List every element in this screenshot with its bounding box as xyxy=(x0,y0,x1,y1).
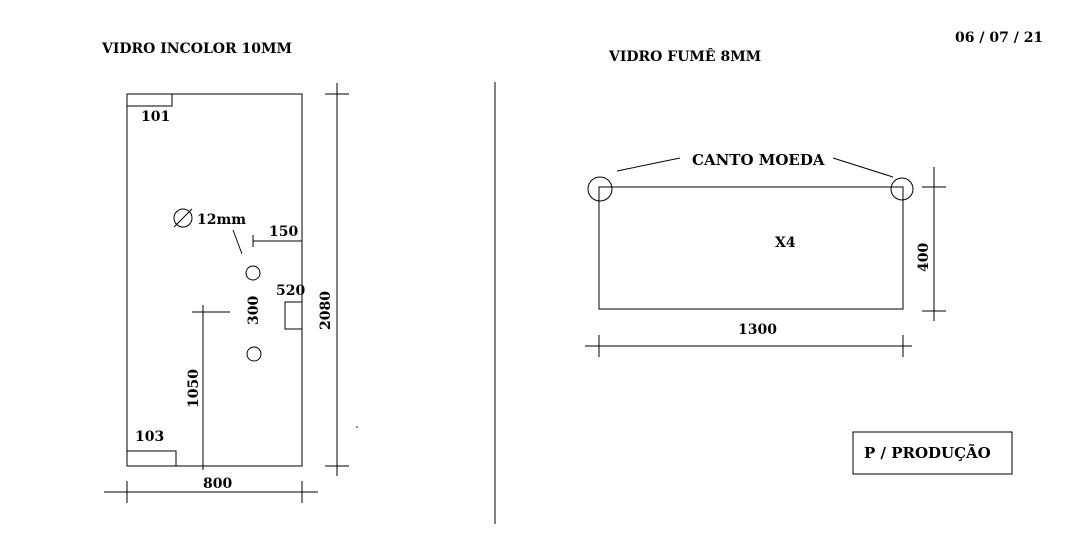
dim-hole-spacing-label: 300 xyxy=(246,296,262,325)
top-hinge-tab xyxy=(127,94,173,107)
corner-leader-right xyxy=(832,157,894,178)
right-panel-title: VIDRO FUMÊ 8MM xyxy=(608,47,761,65)
hole-diameter-label: 12mm xyxy=(197,212,246,228)
left-panel-title: VIDRO INCOLOR 10MM xyxy=(101,41,292,57)
date-label: 06 / 07 / 21 xyxy=(955,30,1043,46)
dim-total-height-label: 2080 xyxy=(318,291,334,330)
dim-hinge-label: 520 xyxy=(276,283,305,299)
production-stamp-label: P / PRODUÇÃO xyxy=(864,443,991,462)
corner-leader-left xyxy=(616,157,681,172)
stray-dot xyxy=(356,426,358,428)
bottom-hinge-tab xyxy=(127,450,177,466)
hole-leader-line xyxy=(232,229,243,255)
diameter-icon xyxy=(173,208,193,228)
corner-circle-left xyxy=(587,176,613,202)
corner-circle-right xyxy=(890,177,914,201)
tag-top-label: 101 xyxy=(141,109,170,125)
dim-fume-height-label: 400 xyxy=(916,243,932,272)
hole-upper xyxy=(245,265,261,281)
quantity-label: X4 xyxy=(775,235,796,251)
fume-glass-outline xyxy=(598,186,904,310)
dim-hole-offset-label: 150 xyxy=(269,224,298,240)
dim-fume-width-label: 1300 xyxy=(738,322,777,338)
dim-height-lower-label: 1050 xyxy=(186,369,202,408)
glass-panel-outline xyxy=(126,93,303,467)
hole-lower xyxy=(246,346,262,362)
hinge-cutout xyxy=(284,301,302,330)
corner-label: CANTO MOEDA xyxy=(692,151,825,169)
production-stamp-box xyxy=(852,431,1013,475)
dim-width-label: 800 xyxy=(203,476,232,492)
tag-bottom-label: 103 xyxy=(135,429,164,445)
